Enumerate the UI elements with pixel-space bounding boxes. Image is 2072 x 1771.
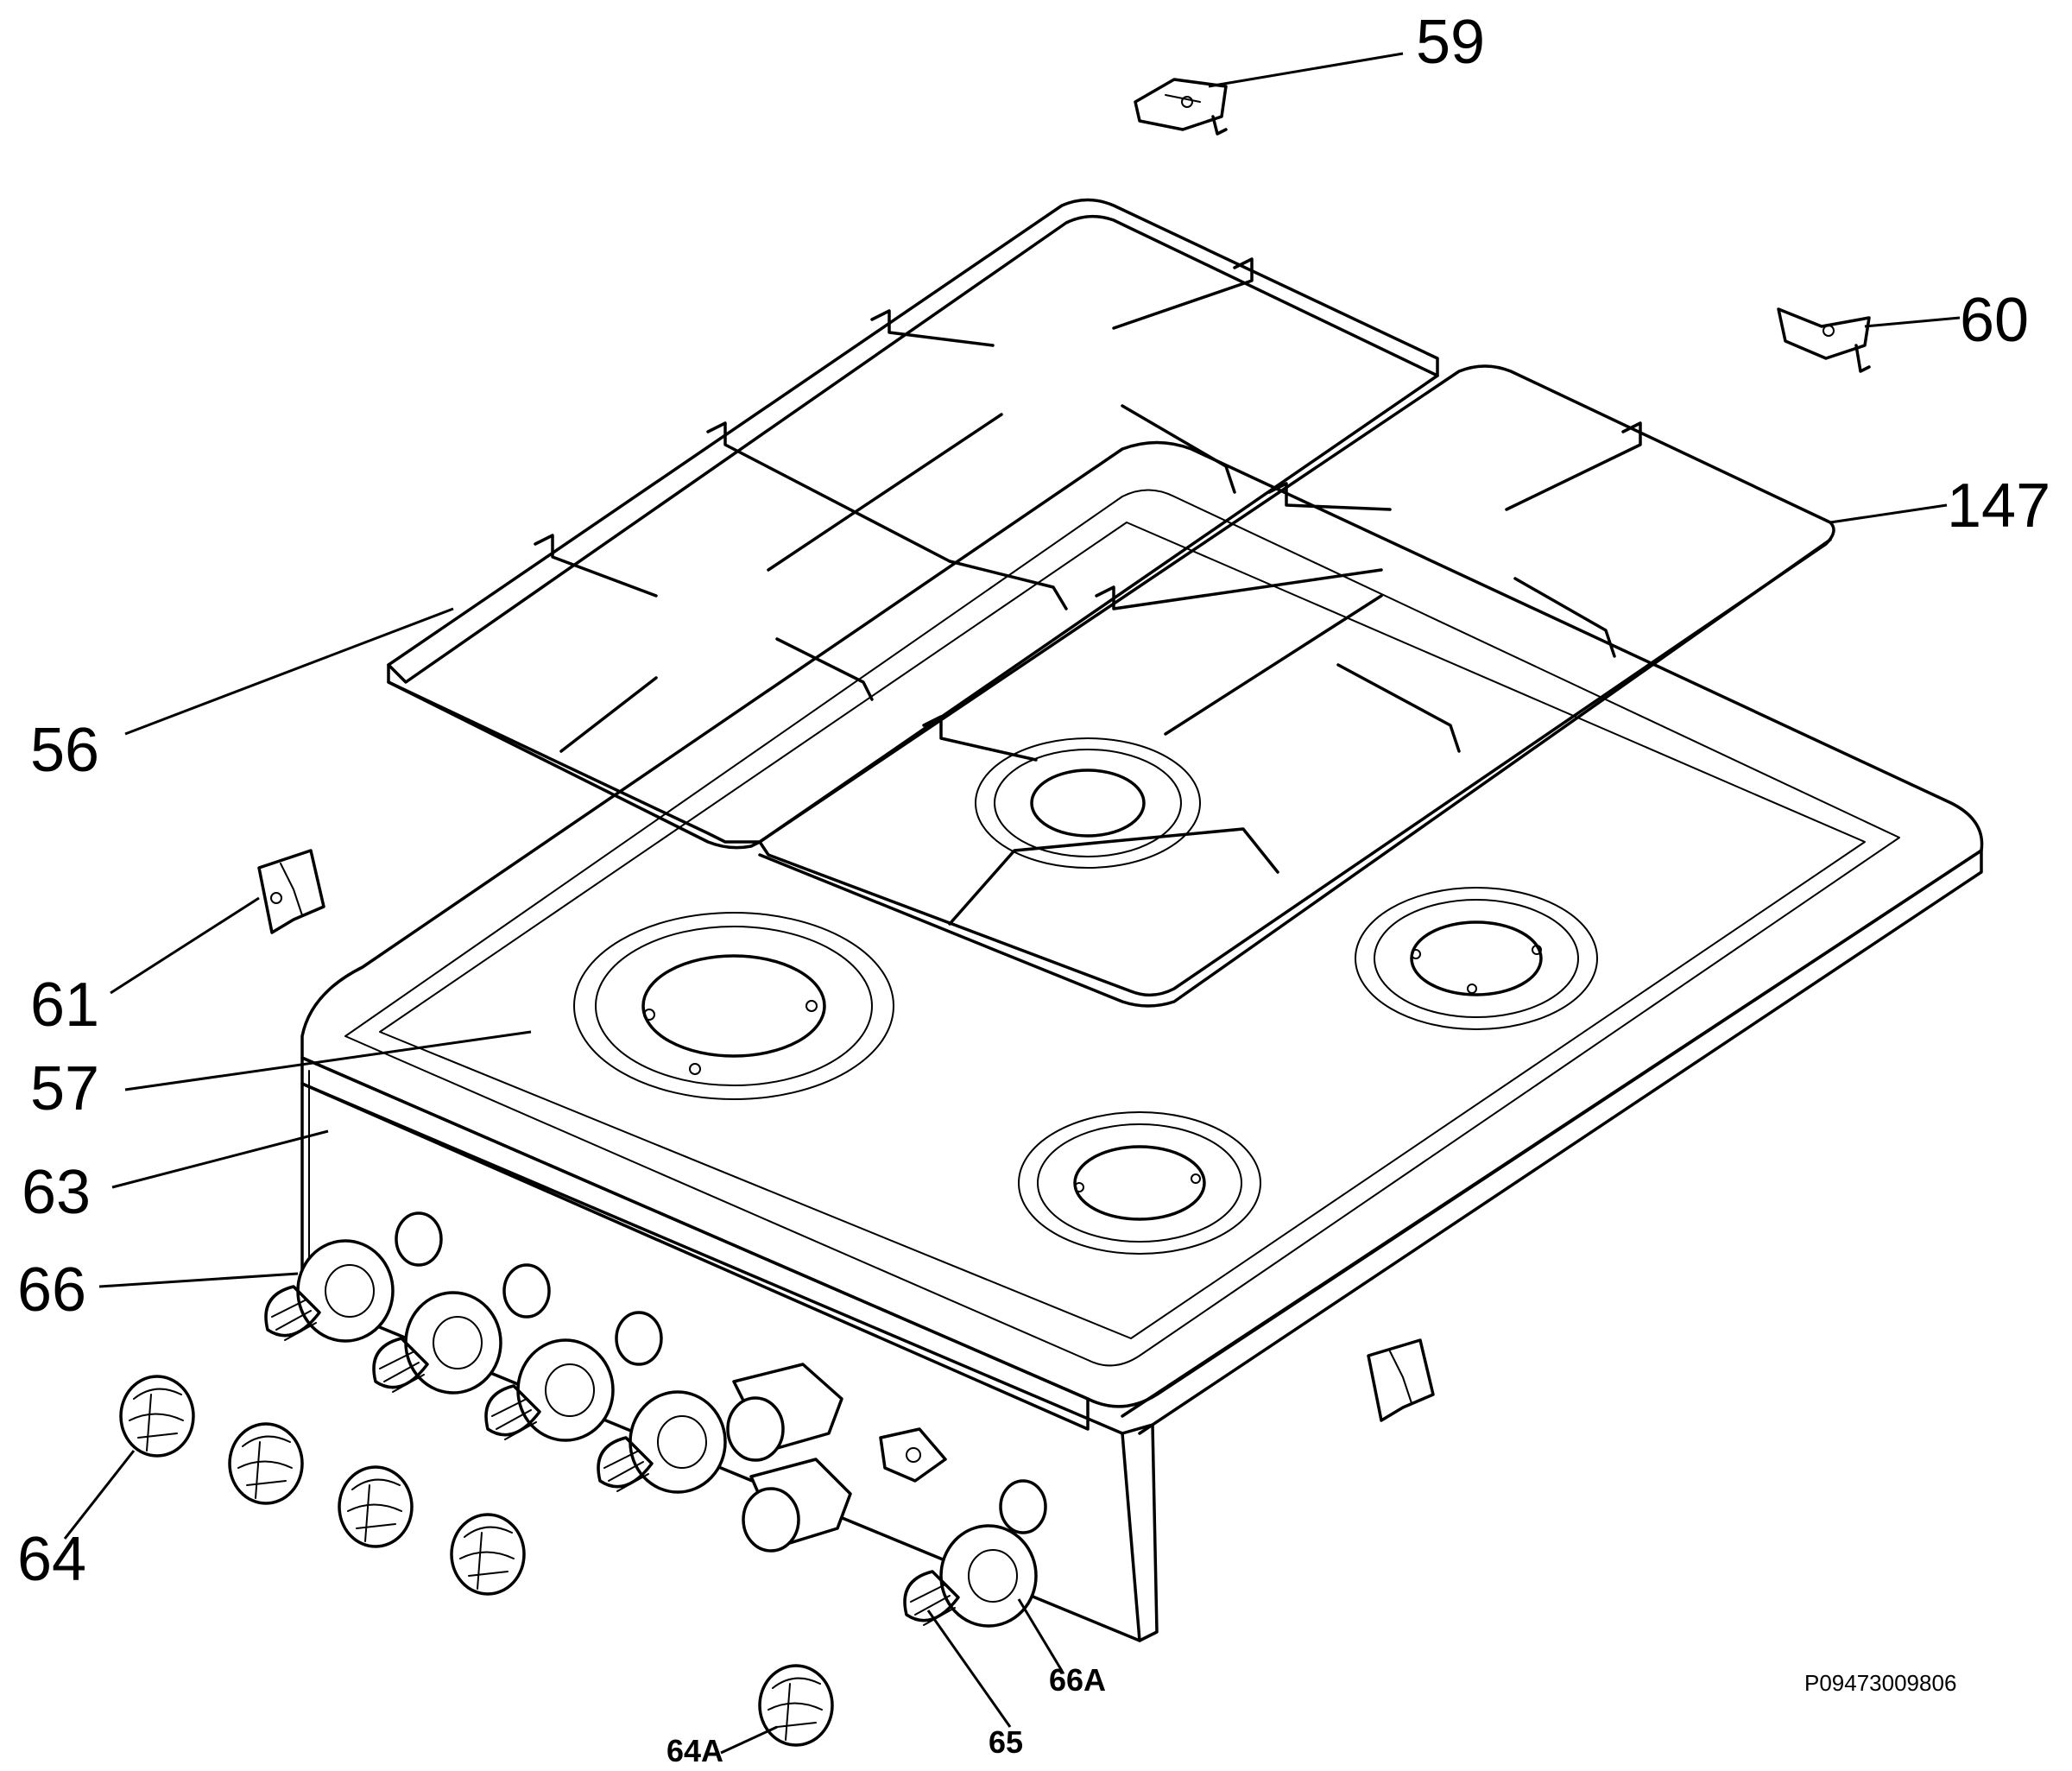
bezel-spindle-3 xyxy=(484,1338,615,1442)
burner-right xyxy=(1355,887,1598,1030)
callout-64: 64 xyxy=(17,1525,86,1594)
bezel-spindle-66a xyxy=(903,1524,1038,1628)
knob-1 xyxy=(119,1375,195,1458)
clip-61 xyxy=(257,849,325,934)
knob-4 xyxy=(450,1513,526,1596)
drawing-code: P09473009806 xyxy=(1804,1670,1956,1696)
clip-60 xyxy=(1777,307,1871,373)
panel-holes xyxy=(395,1211,1047,1534)
callout-65: 65 xyxy=(989,1724,1023,1760)
hob-body xyxy=(300,440,1984,1642)
callout-61: 61 xyxy=(30,971,99,1040)
callout-66a: 66A xyxy=(1049,1662,1106,1698)
callout-66: 66 xyxy=(17,1256,86,1325)
callout-56: 56 xyxy=(30,716,99,785)
bezel-spindle-4 xyxy=(597,1390,727,1494)
bezel-spindle-1 xyxy=(264,1239,395,1343)
callout-59: 59 xyxy=(1416,8,1485,77)
burner-rear xyxy=(975,737,1201,869)
burner-front-left xyxy=(573,912,894,1100)
knob-64a xyxy=(758,1664,834,1747)
bezel-spindle-2 xyxy=(372,1291,502,1395)
leader-lines xyxy=(63,52,1961,1755)
knob-3 xyxy=(338,1465,414,1548)
callout-57: 57 xyxy=(30,1054,99,1123)
callout-63: 63 xyxy=(22,1158,91,1227)
callout-147: 147 xyxy=(1947,471,2050,541)
clip-59 xyxy=(1134,78,1228,136)
ignition-switches xyxy=(726,1363,947,1553)
clip-61-right xyxy=(1367,1338,1435,1422)
knob-2 xyxy=(228,1422,304,1505)
burner-front-center xyxy=(1018,1111,1261,1255)
pan-support-left xyxy=(387,198,1439,850)
pan-support-right xyxy=(758,364,1835,1008)
callout-64a: 64A xyxy=(666,1733,723,1768)
callout-60: 60 xyxy=(1960,286,2029,355)
